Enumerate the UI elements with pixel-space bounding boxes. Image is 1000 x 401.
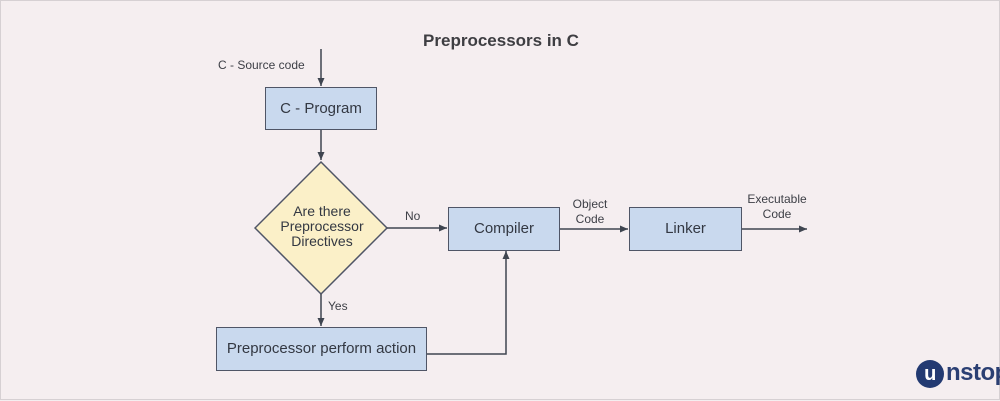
object-code-label: Object Code: [568, 197, 612, 227]
preprocessor-action-node: Preprocessor perform action: [216, 327, 427, 371]
decision-line-1: Are there: [293, 202, 351, 219]
source-code-label: C - Source code: [218, 58, 305, 72]
logo-badge: u: [916, 360, 944, 388]
diagram-title: Preprocessors in C: [423, 31, 579, 50]
arrow-preprocessor-to-compiler: [427, 251, 510, 355]
compiler-node: Compiler: [448, 207, 560, 251]
executable-code-label: Executable Code: [743, 192, 811, 222]
logo-wordmark: nstop: [946, 359, 1000, 386]
decision-line-2: Preprocessor: [280, 217, 364, 234]
c-program-node: C - Program: [265, 87, 377, 130]
unstop-logo: u nstop: [916, 359, 1000, 389]
object-code-line-1: Object: [572, 197, 608, 211]
executable-code-line-2: Code: [762, 207, 792, 221]
executable-code-line-1: Executable: [747, 192, 807, 206]
no-label: No: [405, 209, 421, 223]
linker-node: Linker: [629, 207, 742, 251]
compiler-label: Compiler: [473, 220, 534, 238]
decision-line-3: Directives: [291, 232, 353, 249]
c-program-label: C - Program: [280, 99, 362, 117]
linker-label: Linker: [665, 220, 706, 238]
preprocessor-action-label: Preprocessor perform action: [226, 340, 417, 358]
object-code-line-2: Code: [575, 212, 605, 226]
yes-label: Yes: [328, 299, 348, 313]
decision-text: Are there Preprocessor Directives: [257, 202, 387, 250]
